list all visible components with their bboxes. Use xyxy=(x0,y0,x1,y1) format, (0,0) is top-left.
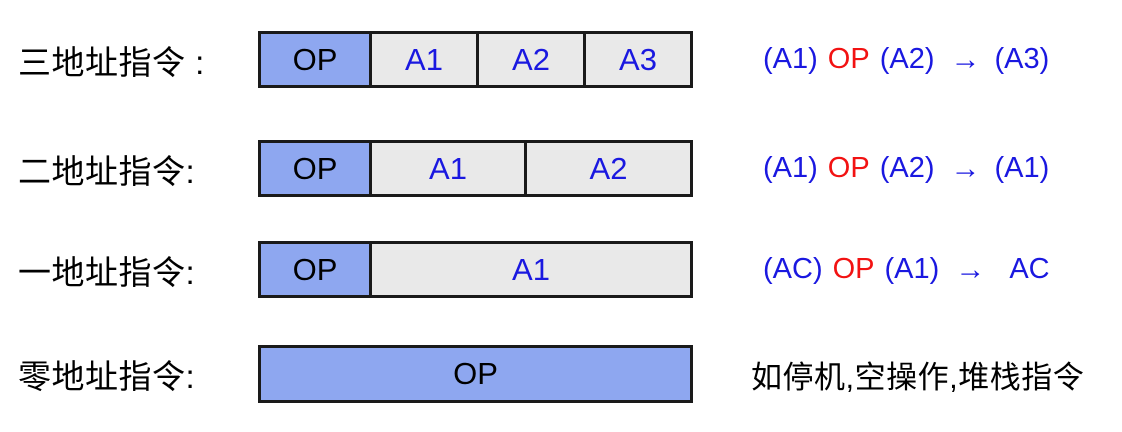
zero-address-examples-note: 如停机,空操作,堆栈指令 xyxy=(751,359,1085,395)
row-zero-address: 零地址指令: OP 如停机,空操作,堆栈指令 xyxy=(0,345,1084,403)
operand-1: (A1) xyxy=(763,152,818,184)
row-label-zero-address: 零地址指令: xyxy=(18,358,196,395)
op-token: OP xyxy=(832,253,875,285)
instruction-box-two-address: OP A1 A2 xyxy=(258,140,693,197)
op-token: OP xyxy=(827,152,870,184)
operand-2: (A1) xyxy=(884,253,940,285)
address-field-a2: A2 xyxy=(476,34,583,85)
op-field: OP xyxy=(261,143,369,194)
row-two-address: 二地址指令: OP A1 A2 (A1) OP (A2) → (A1) xyxy=(0,140,1049,197)
op-field: OP xyxy=(261,348,690,400)
result: AC xyxy=(1009,253,1050,285)
operand-2: (A2) xyxy=(879,152,935,184)
operand-2: (A2) xyxy=(879,43,935,75)
arrow-icon: → xyxy=(955,252,986,286)
address-field-a1: A1 xyxy=(369,34,476,85)
address-field-a1: A1 xyxy=(369,244,690,295)
op-field: OP xyxy=(261,34,369,85)
result: (A1) xyxy=(994,152,1050,184)
formula-three-address: (A1) OP (A2) → (A3) xyxy=(763,43,1049,77)
instruction-box-one-address: OP A1 xyxy=(258,241,693,298)
arrow-icon: → xyxy=(950,151,981,185)
address-field-a3: A3 xyxy=(583,34,690,85)
result: (A3) xyxy=(994,43,1050,75)
operand-1: (AC) xyxy=(763,253,823,285)
row-three-address: 三地址指令 : OP A1 A2 A3 (A1) OP (A2) → (A3) xyxy=(0,31,1049,88)
address-field-a2: A2 xyxy=(524,143,690,194)
instruction-box-three-address: OP A1 A2 A3 xyxy=(258,31,693,88)
row-one-address: 一地址指令: OP A1 (AC) OP (A1) → AC xyxy=(0,241,1050,298)
op-token: OP xyxy=(827,43,870,75)
row-label-one-address: 一地址指令: xyxy=(18,253,196,291)
row-label-two-address: 二地址指令: xyxy=(18,152,196,190)
arrow-icon: → xyxy=(950,42,981,76)
operand-1: (A1) xyxy=(763,43,818,75)
formula-one-address: (AC) OP (A1) → AC xyxy=(763,253,1050,287)
address-field-a1: A1 xyxy=(369,143,524,194)
row-label-three-address: 三地址指令 : xyxy=(18,43,205,81)
formula-two-address: (A1) OP (A2) → (A1) xyxy=(763,152,1049,186)
instruction-box-zero-address: OP xyxy=(258,345,693,403)
op-field: OP xyxy=(261,244,369,295)
